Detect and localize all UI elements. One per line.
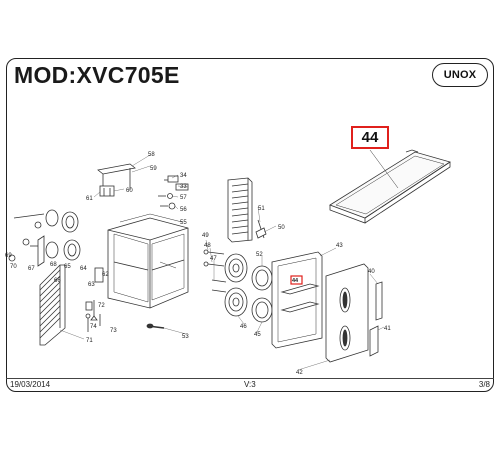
- callout-44-small: 44: [292, 278, 299, 284]
- callout-64: 64: [80, 266, 87, 272]
- part-58-probe-bracket[interactable]: [97, 163, 136, 197]
- callout-57: 57: [180, 195, 187, 201]
- callout-46: 46: [240, 324, 247, 330]
- callout-labels: 58 59 60 61 34 33 57 56 55 51 50 49 48 4…: [5, 152, 391, 376]
- callout-71: 71: [86, 338, 93, 344]
- page-footer: 19/03/2014 V:3 3/8: [6, 378, 494, 393]
- part-42-door-glass[interactable]: [325, 263, 369, 363]
- callout-53: 53: [182, 334, 189, 340]
- part-45-fan-motor[interactable]: [251, 265, 273, 323]
- part-44-tray-in-door[interactable]: [280, 283, 320, 313]
- footer-date: 19/03/2014: [10, 380, 51, 389]
- callout-52: 52: [256, 252, 263, 258]
- callout-34: 34: [180, 173, 187, 179]
- brand-logo: UNOX: [432, 63, 488, 87]
- callout-62: 62: [102, 272, 109, 278]
- callout-49: 49: [202, 233, 209, 239]
- footer-version: V:3: [244, 380, 256, 389]
- callout-41: 41: [384, 326, 391, 332]
- callout-65: 65: [64, 264, 71, 270]
- callout-47: 47: [210, 256, 217, 262]
- drawing-frame: [6, 58, 494, 392]
- callout-67: 67: [28, 266, 35, 272]
- callout-70: 70: [10, 264, 17, 270]
- callout-60: 60: [126, 188, 133, 194]
- callout-63: 63: [88, 282, 95, 288]
- callout-58: 58: [148, 152, 155, 158]
- part-46-fan[interactable]: [224, 253, 248, 317]
- callout-69: 69: [5, 253, 12, 259]
- part-50-51-thermostat[interactable]: [255, 219, 267, 239]
- part-40-41-handles[interactable]: [369, 281, 383, 357]
- part-knobs[interactable]: [8, 209, 81, 267]
- callout-40: 40: [368, 269, 375, 275]
- callout-43: 43: [336, 243, 343, 249]
- callout-50: 50: [278, 225, 285, 231]
- callout-42: 42: [296, 370, 303, 376]
- footer-divider: [6, 378, 494, 379]
- part-53-probe[interactable]: [146, 323, 165, 329]
- callout-72: 72: [98, 303, 105, 309]
- callout-33: 33: [180, 184, 187, 190]
- callout-45: 45: [254, 332, 261, 338]
- part-small-components[interactable]: [158, 175, 189, 210]
- part-71-side-rack[interactable]: [39, 264, 66, 346]
- callout-56: 56: [180, 207, 187, 213]
- part-43-door-frame[interactable]: [271, 251, 323, 349]
- callout-68: 68: [50, 262, 57, 268]
- part-rack-right[interactable]: [227, 177, 253, 243]
- part-72-74-screws[interactable]: [85, 313, 101, 332]
- model-title: MOD:XVC705E: [14, 62, 180, 88]
- part-oven-chamber[interactable]: [107, 213, 189, 309]
- callout-74: 74: [90, 324, 97, 330]
- part-44-tray[interactable]: [329, 149, 451, 224]
- part-switches[interactable]: [85, 267, 104, 321]
- highlighted-part-label: 44: [361, 129, 379, 146]
- callout-51: 51: [258, 206, 265, 212]
- brand-logo-text: UNOX: [443, 69, 477, 81]
- callout-61: 61: [86, 196, 93, 202]
- highlighted-part-number[interactable]: 44: [351, 126, 389, 149]
- callout-48: 48: [204, 243, 211, 249]
- callout-55: 55: [180, 220, 187, 226]
- callout-73: 73: [110, 328, 117, 334]
- callout-66: 66: [54, 278, 61, 284]
- footer-page-number: 3/8: [478, 380, 490, 389]
- callout-59: 59: [150, 166, 157, 172]
